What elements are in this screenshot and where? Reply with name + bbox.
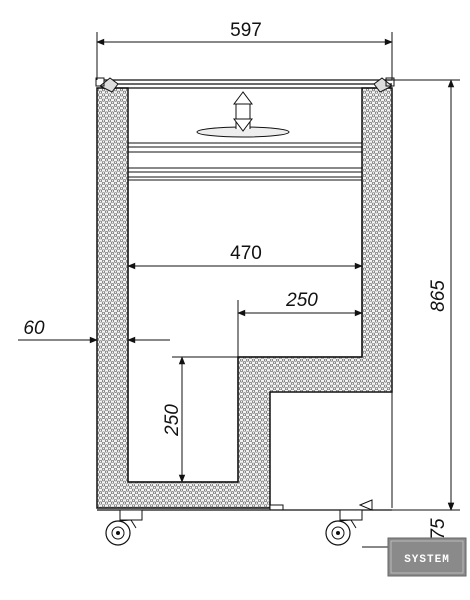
top-frame (95, 77, 395, 93)
insulated-body (96, 87, 393, 509)
overall-height-label: 865 (428, 280, 449, 312)
logo-text: SYSTEM (404, 554, 450, 566)
system-logo: SYSTEM (387, 537, 467, 577)
inner-width-label: 470 (230, 243, 262, 264)
dimension-overall-height: 865 (392, 79, 460, 511)
dimension-step-width: 250 (237, 290, 363, 357)
left-caster-wheel (105, 509, 143, 546)
dimension-inner-width: 470 (127, 243, 363, 270)
insulation-walls (96, 87, 393, 509)
right-caster-wheel (325, 509, 363, 546)
inner-cavity-outline (127, 180, 363, 483)
dimension-wall-thickness: 60 (18, 318, 170, 344)
dimension-step-height: 250 (162, 356, 238, 483)
wheel-height-label: 75 (428, 518, 449, 540)
step-height-label: 250 (162, 404, 183, 437)
wall-thickness-label: 60 (23, 318, 45, 339)
dimension-overall-width: 597 (96, 20, 393, 80)
overall-width-label: 597 (230, 20, 262, 41)
step-width-label: 250 (285, 290, 318, 311)
glass-lids (127, 88, 363, 181)
lid-handle (196, 91, 290, 138)
